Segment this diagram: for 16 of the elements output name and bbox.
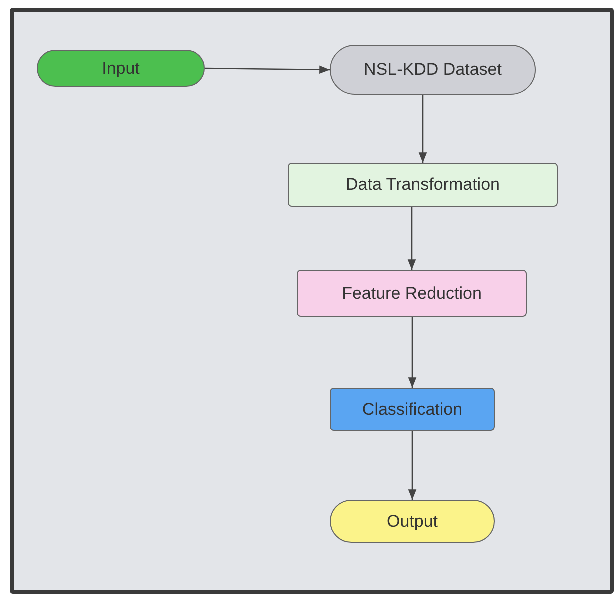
arrow (408, 207, 416, 270)
process-box (297, 270, 527, 317)
arrow (205, 66, 330, 74)
node-label: Output (386, 512, 438, 532)
start-pill (37, 50, 205, 87)
end-pill (330, 500, 495, 543)
node-label: NSL-KDD Dataset (364, 60, 502, 80)
node-label: Classification (362, 400, 463, 420)
arrow (408, 431, 417, 500)
arrow (408, 317, 417, 388)
node-label: Data Transformation (346, 175, 500, 195)
node-label: Input (102, 58, 140, 78)
process-box (330, 388, 495, 431)
node-label: Feature Reduction (342, 284, 482, 304)
arrow (418, 95, 428, 163)
process-box (288, 163, 558, 207)
